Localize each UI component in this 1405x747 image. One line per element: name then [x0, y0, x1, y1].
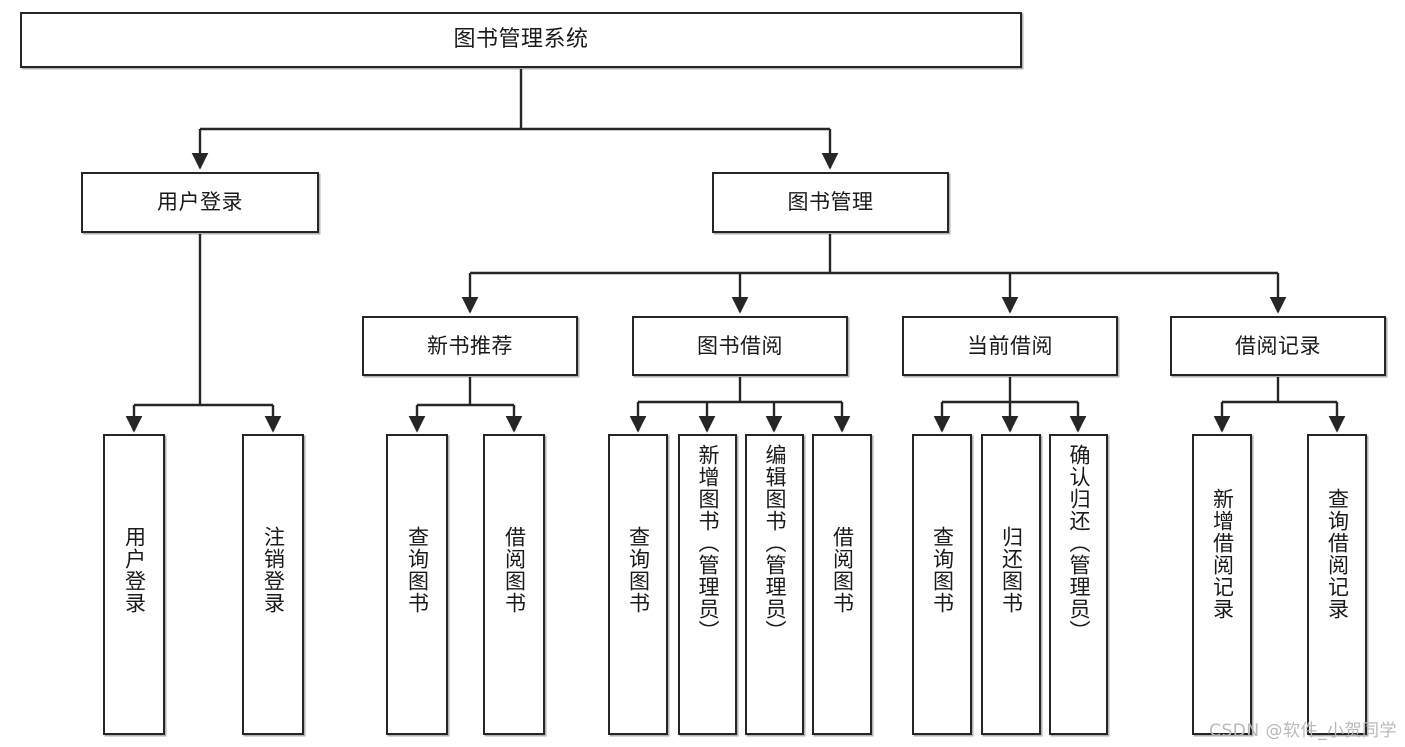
node-book-manage[interactable]: 图书管理	[712, 172, 949, 233]
node-book-manage-label: 图书管理	[787, 190, 874, 215]
node-current-borrow[interactable]: 当前借阅	[902, 316, 1118, 376]
node-leaf-query-book-3-label: 查询图书	[930, 526, 955, 614]
node-leaf-query-book-3[interactable]: 查询图书	[912, 434, 972, 735]
node-root[interactable]: 图书管理系统	[20, 12, 1022, 68]
node-leaf-edit-book[interactable]: 编辑图书（管理员）	[745, 434, 804, 735]
node-leaf-add-book[interactable]: 新增图书（管理员）	[678, 434, 737, 735]
node-leaf-borrow-book-2-label: 借阅图书	[830, 526, 855, 614]
node-leaf-borrow-book-1[interactable]: 借阅图书	[483, 434, 545, 735]
node-leaf-user-logout-label: 注销登录	[261, 526, 286, 614]
node-leaf-query-book-2-label: 查询图书	[626, 526, 651, 614]
node-leaf-query-record-label: 查询借阅记录	[1325, 488, 1350, 620]
node-book-borrow-label: 图书借阅	[697, 333, 783, 358]
node-leaf-query-book-1-label: 查询图书	[405, 526, 430, 614]
watermark: CSDN @软件_小贺同学	[1209, 721, 1397, 741]
node-leaf-query-book-1[interactable]: 查询图书	[386, 434, 448, 735]
node-leaf-confirm-return-label: 确认归还（管理员）	[1066, 444, 1091, 642]
node-leaf-return-book[interactable]: 归还图书	[981, 434, 1041, 735]
node-leaf-user-login[interactable]: 用户登录	[103, 434, 165, 735]
node-user-login[interactable]: 用户登录	[81, 172, 319, 233]
node-user-login-label: 用户登录	[157, 190, 243, 215]
node-leaf-add-book-label: 新增图书（管理员）	[695, 444, 720, 642]
node-leaf-confirm-return[interactable]: 确认归还（管理员）	[1049, 434, 1108, 735]
node-new-book-recommend[interactable]: 新书推荐	[362, 316, 578, 376]
node-borrow-record-label: 借阅记录	[1235, 333, 1321, 358]
node-leaf-add-record-label: 新增借阅记录	[1210, 488, 1235, 620]
node-leaf-user-login-label: 用户登录	[122, 526, 147, 614]
node-borrow-record[interactable]: 借阅记录	[1170, 316, 1386, 376]
node-leaf-user-logout[interactable]: 注销登录	[242, 434, 304, 735]
node-leaf-query-record[interactable]: 查询借阅记录	[1307, 434, 1367, 735]
node-current-borrow-label: 当前借阅	[967, 333, 1053, 358]
node-leaf-borrow-book-1-label: 借阅图书	[502, 526, 527, 614]
node-leaf-edit-book-label: 编辑图书（管理员）	[762, 444, 787, 642]
node-root-label: 图书管理系统	[453, 27, 589, 53]
node-new-book-recommend-label: 新书推荐	[427, 333, 513, 358]
node-leaf-borrow-book-2[interactable]: 借阅图书	[812, 434, 872, 735]
node-book-borrow[interactable]: 图书借阅	[632, 316, 848, 376]
node-leaf-return-book-label: 归还图书	[999, 526, 1024, 614]
node-leaf-add-record[interactable]: 新增借阅记录	[1192, 434, 1252, 735]
node-leaf-query-book-2[interactable]: 查询图书	[608, 434, 668, 735]
